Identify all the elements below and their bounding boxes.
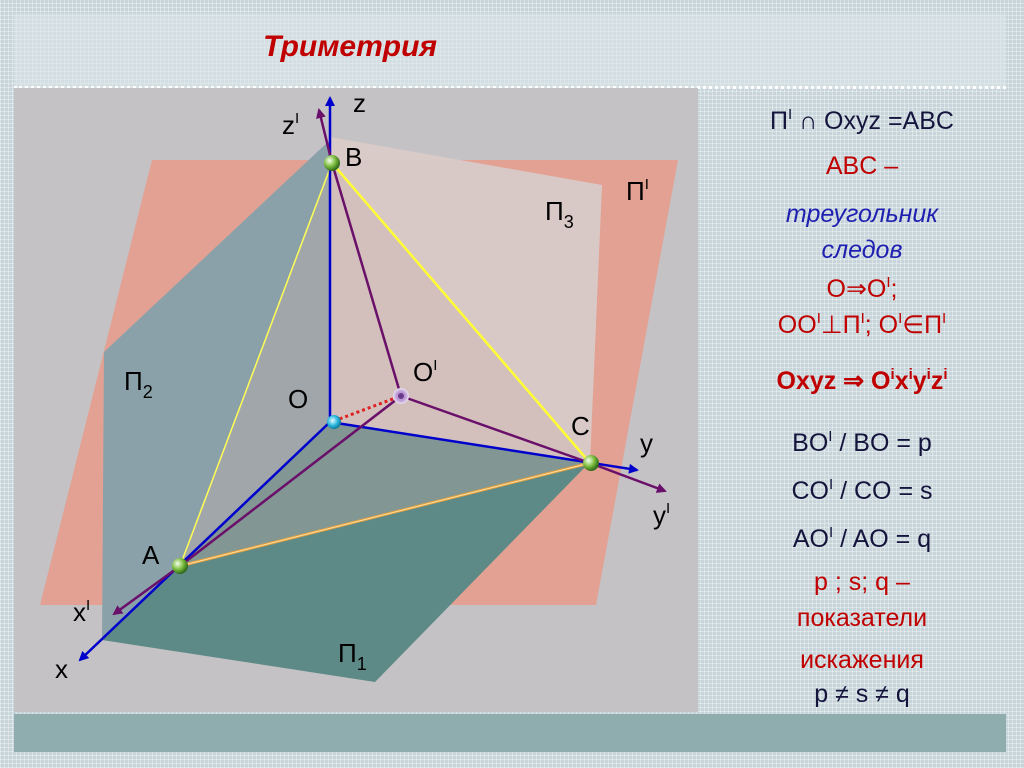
note-o-to-oprime: O⇒OI; [826, 274, 898, 303]
label-plane-pi-prime: ПI [626, 176, 649, 206]
note-abc: ABC – [825, 152, 899, 180]
plane-pi1 [102, 422, 590, 682]
side-bc [331, 162, 591, 464]
label-plane-pi2: П2 [124, 366, 153, 402]
line-b-oprime [330, 162, 403, 397]
diagram-panel: z zI B y yI C O OI A xI x ПI П3 П2 П1 [14, 88, 698, 712]
label-axis-y: y [640, 428, 653, 458]
label-axis-z-prime: zI [282, 110, 299, 140]
note-intersection: ПI ∩ Oxyz =ABC [770, 106, 954, 135]
point-a [172, 558, 188, 574]
label-axis-x-prime: xI [73, 597, 90, 627]
axis-y-prime [589, 461, 667, 493]
note-ratio-p: BOI / BO = p [792, 428, 932, 457]
label-plane-pi3: П3 [545, 196, 574, 232]
point-c [583, 455, 599, 471]
note-ratio-s: COI / CO = s [791, 476, 933, 505]
note-distortion: искажения [800, 646, 924, 674]
trace-triangle-abc [180, 163, 590, 566]
label-plane-pi1: П1 [338, 638, 367, 674]
label-axis-x: x [55, 654, 68, 684]
header-band [14, 14, 1006, 89]
footer-band [14, 714, 1006, 752]
note-system-transform: Oxyz ⇒ Oixiyizi [776, 366, 948, 395]
note-triangle: треугольник [785, 200, 939, 228]
notes-panel: ПI ∩ Oxyz =ABC ABC – треугольник следов … [712, 96, 1012, 708]
axis-x [78, 421, 331, 662]
note-inequality: p ≠ s ≠ q [814, 680, 910, 708]
slide-title: Триметрия [263, 30, 438, 63]
line-a-oprime [179, 395, 402, 567]
note-ratio-q: AOI / AO = q [792, 524, 932, 553]
point-o [327, 415, 341, 429]
plane-pi3 [330, 137, 602, 462]
side-ac-inner [179, 462, 591, 567]
line-c-oprime [400, 394, 591, 465]
plane-pi2 [102, 140, 330, 640]
label-point-b: B [345, 142, 362, 172]
label-axis-z: z [353, 88, 366, 118]
point-o-prime-center [398, 393, 404, 399]
side-ab [179, 162, 333, 567]
label-axis-y-prime: yI [653, 500, 670, 530]
note-coefficients: p ; s; q – [814, 568, 910, 596]
label-point-c: C [571, 411, 590, 441]
note-indicators: показатели [796, 604, 928, 632]
label-point-o: O [288, 384, 308, 414]
trimetric-diagram: z zI B y yI C O OI A xI x ПI П3 П2 П1 [40, 88, 678, 684]
label-point-a: A [142, 540, 160, 570]
line-o-oprime [333, 395, 399, 423]
axis-z-prime [316, 108, 334, 164]
note-perpendicular: OOI⊥ПI; OI∈ПI [777, 310, 947, 339]
axis-x-prime [112, 564, 181, 616]
label-point-o-prime: OI [413, 357, 437, 387]
note-traces: следов [821, 236, 903, 264]
point-b [324, 155, 340, 171]
